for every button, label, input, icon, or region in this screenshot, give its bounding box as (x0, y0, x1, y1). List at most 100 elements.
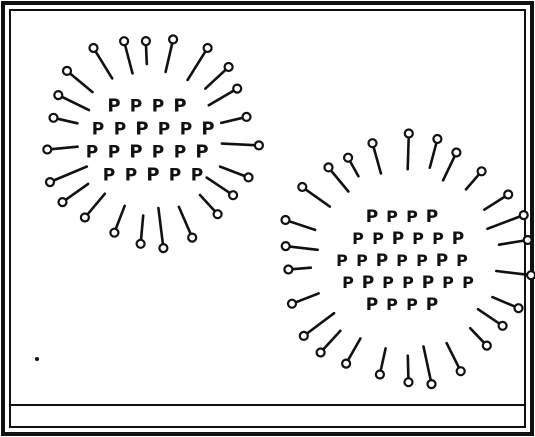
p-letter: P (173, 96, 186, 117)
tail-line (96, 51, 113, 78)
tail-line (116, 206, 125, 229)
p-letter: P (146, 165, 159, 186)
tail-line (348, 339, 360, 361)
lipid-tail (376, 348, 386, 378)
lipid-tail (405, 356, 413, 387)
p-letter: P (169, 166, 181, 186)
lipid-tail (46, 167, 87, 187)
lipid-tail (200, 195, 222, 218)
tail-line (307, 313, 334, 333)
lipid-tail (221, 113, 250, 123)
tail-head (524, 236, 532, 244)
lipid-tail (484, 191, 512, 210)
tail-head (478, 167, 486, 175)
tail-line (499, 241, 524, 245)
p-letter: P (135, 119, 148, 140)
lipid-tail (342, 339, 360, 368)
p-letter: P (442, 273, 454, 292)
p-letter: P (201, 119, 214, 140)
p-letter: P (129, 142, 142, 163)
lipid-tail (282, 242, 318, 250)
tail-line (57, 119, 77, 124)
tail-head (43, 146, 51, 154)
p-letter: P (180, 120, 192, 140)
lipid-tail (325, 163, 349, 191)
lipid-tail (344, 154, 358, 177)
tail-line (470, 328, 484, 343)
p-letter: P (107, 96, 120, 117)
tail-head (46, 178, 54, 186)
p-letter: P (452, 229, 464, 249)
tail-head (499, 322, 507, 330)
tail-head (369, 139, 377, 147)
lipid-tail (110, 206, 124, 237)
tail-line (331, 171, 348, 192)
tail-head (110, 229, 118, 237)
p-letter: P (125, 166, 137, 186)
tail-line (290, 247, 318, 250)
lipid-tail (137, 216, 145, 248)
lipid-tail (188, 44, 212, 80)
tail-head (288, 300, 296, 308)
lipid-tail (499, 236, 532, 245)
lipid-tail (430, 135, 442, 168)
p-letter: P (195, 142, 208, 163)
tail-line (70, 74, 92, 93)
tail-line (466, 174, 479, 189)
tail-head (317, 349, 325, 357)
tail-line (179, 207, 191, 234)
lipid-tail (90, 44, 113, 78)
p-letter: P (432, 229, 444, 248)
tail-line (125, 45, 132, 73)
tail-line (221, 118, 242, 123)
lipid-tail (54, 91, 89, 110)
lipid-tail (282, 216, 316, 230)
lipid-tail (207, 178, 237, 200)
tail-head (282, 216, 290, 224)
tail-line (381, 348, 386, 370)
tail-line (200, 195, 215, 211)
tail-line (222, 144, 255, 146)
lipid-tail (220, 167, 252, 182)
lipid-tail (59, 184, 89, 206)
tail-head (90, 44, 98, 52)
lipid-tail (478, 309, 507, 330)
p-letter: P (366, 207, 378, 227)
p-letter: P (130, 97, 142, 117)
tail-head (245, 173, 253, 181)
tail-line (430, 143, 437, 168)
tail-head (457, 367, 465, 375)
lipid-tail (43, 146, 77, 154)
p-letter: P (376, 251, 388, 271)
tail-head (433, 135, 441, 143)
tail-line (188, 51, 206, 80)
tail-head (342, 360, 350, 368)
tail-head (159, 244, 167, 252)
lipid-tail (443, 149, 460, 181)
tail-head (204, 44, 212, 52)
p-letter: P (92, 120, 104, 140)
lipid-tail (492, 297, 522, 312)
lipid-tail (222, 141, 263, 149)
p-letter: P (392, 229, 404, 249)
tail-line (54, 167, 87, 181)
lipid-tail (317, 331, 341, 357)
tail-head (428, 380, 436, 388)
tail-line (88, 194, 105, 215)
tail-head (50, 114, 58, 122)
tail-line (209, 91, 234, 106)
lipid-tail (447, 343, 465, 375)
p-letter: P (103, 166, 115, 186)
tail-line (487, 217, 520, 229)
tail-line (447, 343, 459, 368)
tail-line (323, 331, 340, 350)
p-letter: P (336, 251, 348, 270)
lipid-tail (205, 63, 232, 89)
tail-line (207, 178, 230, 193)
lipid-tail (63, 67, 93, 92)
tail-line (141, 216, 143, 240)
tail-line (158, 208, 163, 244)
p-letter: P (406, 207, 418, 226)
